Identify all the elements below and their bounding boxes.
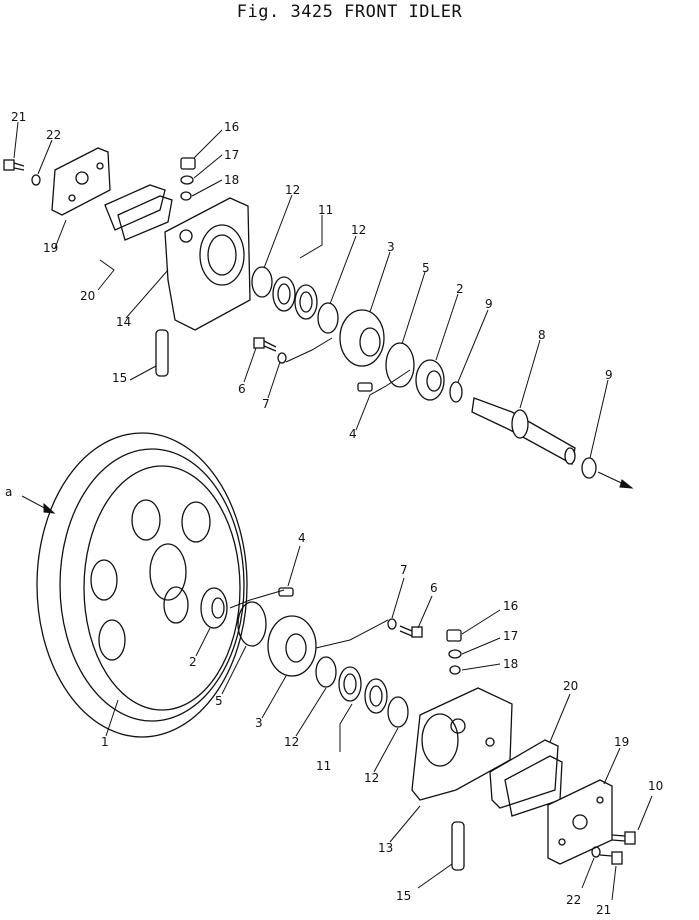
label-9-upper-b: 9	[605, 368, 613, 382]
washer-7-upper	[277, 352, 287, 364]
label-12-lower-b: 12	[364, 771, 379, 785]
label-10-lower: 10	[648, 779, 663, 793]
seal-11-upper-b	[294, 284, 318, 320]
label-2-upper: 2	[456, 282, 464, 296]
label-4-upper: 4	[349, 427, 357, 441]
bolt-10-lower	[624, 831, 636, 845]
label-16-upper: 16	[224, 120, 239, 134]
o-ring-12-upper-b	[317, 302, 339, 334]
bracket-14-upper	[164, 197, 251, 331]
label-19-lower: 19	[614, 735, 629, 749]
label-22-lower: 22	[566, 893, 581, 907]
label-18-upper: 18	[224, 173, 239, 187]
bushing-2-upper	[415, 359, 445, 401]
washer-22-upper	[31, 174, 41, 186]
label-21-upper: 21	[11, 110, 26, 124]
label-17-upper: 17	[224, 148, 239, 162]
shim-20-upper	[104, 184, 166, 231]
label-3-lower: 3	[255, 716, 263, 730]
figure-title: Fig. 3425 FRONT IDLER	[236, 2, 463, 22]
bracket-13-lower	[411, 687, 513, 801]
seal-11-lower-a	[338, 666, 362, 702]
washer-7-lower	[387, 618, 397, 630]
washer-17-lower	[448, 649, 462, 659]
label-11-upper: 11	[318, 203, 333, 217]
o-ring-5-lower	[237, 601, 267, 647]
bolt-21-lower	[611, 851, 623, 865]
label-7-lower: 7	[400, 563, 408, 577]
label-16-lower: 16	[503, 599, 518, 613]
lower-part-labels: a 1 4 2 5 3 7 6 16 17 18 12 11 12 20 19 …	[5, 485, 663, 917]
seal-11-upper-a	[272, 276, 296, 312]
bolt-6-upper	[253, 337, 265, 349]
label-8-upper: 8	[538, 328, 546, 342]
o-ring-9-upper-b	[581, 457, 597, 479]
collar-3-lower	[267, 615, 317, 677]
o-ring-9-upper-a	[449, 381, 463, 403]
idler-wheel-1	[36, 432, 248, 738]
washer-18-upper	[180, 191, 192, 201]
pin-15-upper	[155, 329, 169, 377]
label-17-lower: 17	[503, 629, 518, 643]
label-18-lower: 18	[503, 657, 518, 671]
label-12-upper-b: 12	[351, 223, 366, 237]
label-9-upper-a: 9	[485, 297, 493, 311]
upper-part-labels: 21 22 16 17 18 12 11 12 3 5 2 9 8 9 19 2…	[11, 110, 613, 441]
washer-18-lower	[449, 665, 461, 675]
label-21-lower: 21	[596, 903, 611, 917]
lower-assembly	[21, 432, 653, 901]
shim-20-lower	[489, 739, 559, 809]
label-7-upper: 7	[262, 397, 270, 411]
cover-plate-19-lower	[547, 779, 613, 865]
pin-15-lower	[451, 821, 465, 871]
bushing-2-lower	[200, 587, 228, 629]
label-1-lower: 1	[101, 735, 109, 749]
label-15-upper: 15	[112, 371, 127, 385]
cover-plate-19-upper	[51, 147, 111, 216]
label-3-upper: 3	[387, 240, 395, 254]
label-5-lower: 5	[215, 694, 223, 708]
collar-3-upper	[339, 309, 385, 367]
label-a-lower: a	[5, 485, 12, 499]
label-4-lower: 4	[298, 531, 306, 545]
washer-17-upper	[180, 175, 194, 185]
washer-22-lower	[591, 846, 601, 858]
upper-assembly	[3, 121, 634, 489]
pin-4-lower	[278, 587, 294, 597]
label-12-lower-a: 12	[284, 735, 299, 749]
label-14-upper: 14	[116, 315, 131, 329]
nut-16-lower	[446, 629, 462, 642]
o-ring-12-lower-b	[387, 696, 409, 728]
label-6-upper: 6	[238, 382, 246, 396]
label-20-upper: 20	[80, 289, 95, 303]
label-19-upper: 19	[43, 241, 58, 255]
label-20-lower: 20	[563, 679, 578, 693]
nut-16-upper	[180, 157, 196, 170]
label-6-lower: 6	[430, 581, 438, 595]
label-12-upper-a: 12	[285, 183, 300, 197]
label-15-lower: 15	[396, 889, 411, 903]
bolt-21-upper	[3, 159, 25, 171]
seal-11-lower-b	[364, 678, 388, 714]
o-ring-12-lower-a	[315, 656, 337, 688]
label-11-lower: 11	[316, 759, 331, 773]
o-ring-5-upper	[385, 342, 415, 388]
label-2-lower: 2	[189, 655, 197, 669]
o-ring-12-upper-a	[251, 266, 273, 298]
label-5-upper: 5	[422, 261, 430, 275]
label-22-upper: 22	[46, 128, 61, 142]
pin-4-upper	[357, 382, 373, 392]
label-13-lower: 13	[378, 841, 393, 855]
bolt-6-lower	[411, 626, 423, 638]
